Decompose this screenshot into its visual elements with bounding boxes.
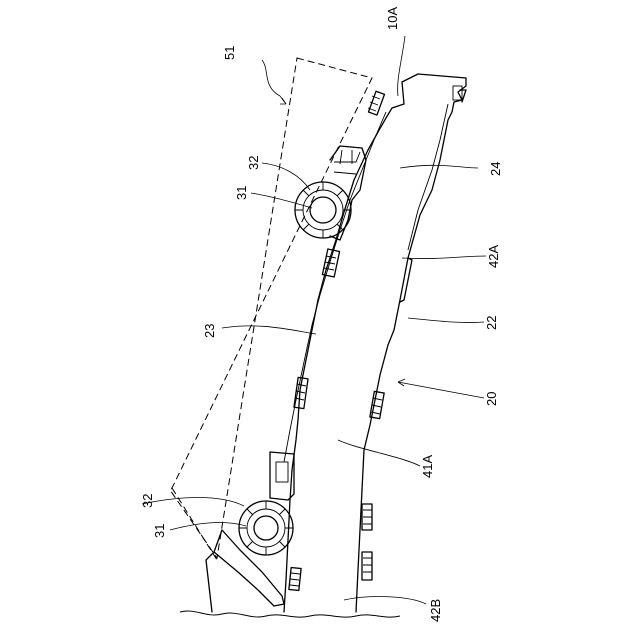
leader-24 — [400, 165, 478, 168]
leader-10A — [398, 36, 405, 96]
leader-32-top — [262, 163, 310, 190]
label-10A: 10A — [385, 7, 400, 30]
right-lower-clip-1-ribs — [363, 510, 372, 524]
upper-roller-31 — [295, 182, 351, 238]
leader-23 — [222, 326, 316, 334]
leader-51 — [262, 60, 286, 104]
main-body-inner-edge — [408, 104, 448, 250]
leader-31-bottom — [170, 523, 246, 530]
label-20: 20 — [484, 392, 499, 406]
label-32-top: 32 — [246, 156, 261, 170]
label-32-bottom: 32 — [140, 494, 155, 508]
break-line — [180, 611, 400, 617]
label-31-top: 31 — [234, 186, 249, 200]
lower-roller-31 — [239, 501, 293, 555]
right-lower-clip-2-ribs — [363, 558, 372, 572]
label-24: 24 — [488, 162, 503, 176]
lower-bracket-window — [276, 462, 288, 482]
main-body-outline — [356, 74, 466, 612]
leader-31-top — [251, 193, 312, 208]
label-31-bottom: 31 — [152, 524, 167, 538]
leader-42A — [402, 256, 486, 259]
label-42A: 42A — [486, 245, 501, 268]
label-23: 23 — [202, 324, 217, 338]
leader-41A — [338, 440, 420, 466]
main-body-step-22 — [400, 258, 412, 302]
leader-51-arrow — [280, 98, 286, 104]
right-lower-clip-2 — [362, 552, 372, 580]
leader-22 — [408, 318, 484, 323]
leader-20 — [398, 382, 484, 398]
lower-clip-ribs — [290, 573, 300, 586]
label-41A: 41A — [420, 455, 435, 478]
upper-bracket-detail — [334, 150, 360, 174]
main-body-left-edge — [284, 82, 404, 612]
dashed-region-51 — [170, 58, 372, 558]
label-51: 51 — [222, 46, 237, 60]
dashed-region-51-edge — [172, 488, 217, 560]
label-22: 22 — [484, 316, 499, 330]
upper-clip — [368, 91, 384, 115]
leader-32-bottom — [142, 498, 244, 507]
label-42B: 42B — [428, 599, 443, 622]
